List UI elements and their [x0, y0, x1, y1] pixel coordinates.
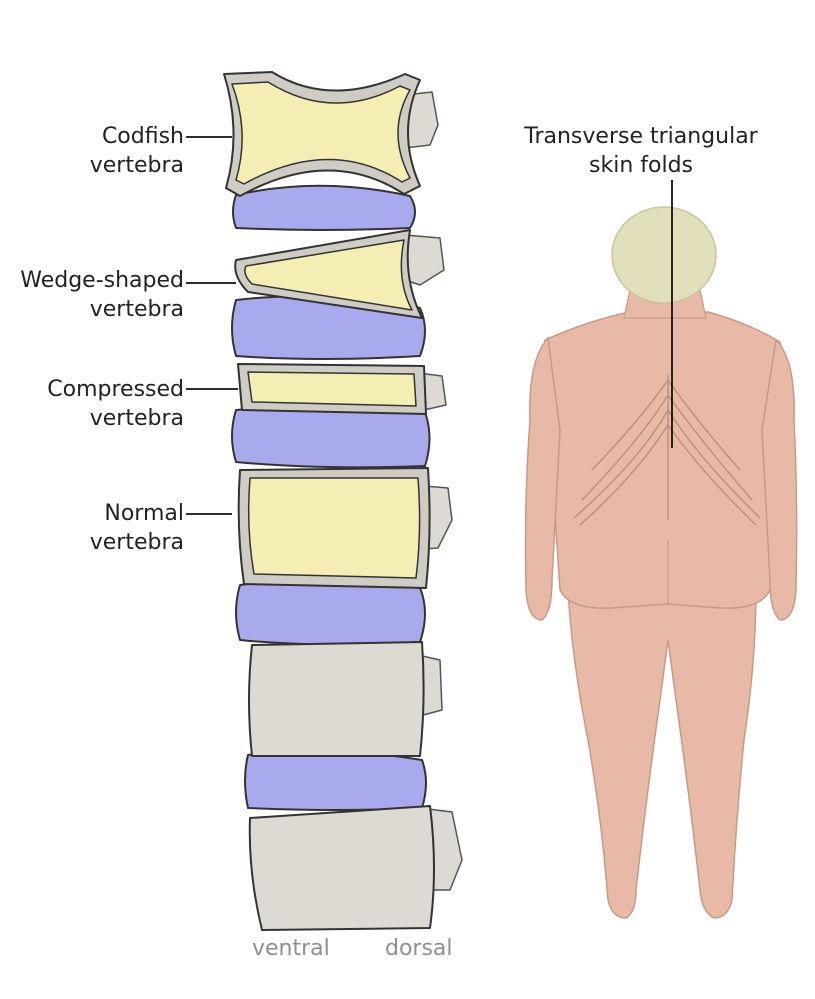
human-figure-back-view [524, 206, 798, 919]
label-skin-folds: Transverse triangular skin folds [500, 122, 782, 180]
normal-vertebra [237, 467, 431, 589]
figure-right-arm [761, 338, 798, 621]
label-codfish-line1: Codfish [101, 124, 184, 149]
intervertebral-discs [231, 184, 431, 811]
label-ventral: ventral [252, 936, 330, 961]
figure-torso [541, 311, 785, 609]
label-codfish-vertebra: Codfish vertebra [60, 122, 184, 180]
label-compressed-line1: Compressed [47, 377, 184, 402]
label-wedge-line2: vertebra [89, 297, 184, 322]
skin-fold-lines [573, 375, 761, 526]
label-skin-folds-line2: skin folds [589, 153, 693, 178]
label-normal-line1: Normal [104, 501, 184, 526]
label-normal-line2: vertebra [89, 530, 184, 555]
label-normal-vertebra: Normal vertebra [60, 499, 184, 557]
label-dorsal: dorsal [385, 936, 453, 961]
compressed-vertebra [237, 363, 427, 415]
label-compressed-line2: vertebra [89, 406, 184, 431]
spine-column [223, 71, 463, 931]
label-wedge-line1: Wedge-shaped [20, 268, 184, 293]
label-skin-folds-line1: Transverse triangular [524, 124, 758, 149]
lower-vertebra-1 [248, 641, 425, 757]
label-leaders [186, 136, 238, 515]
disc-4 [235, 579, 426, 646]
codfish-vertebra [223, 71, 421, 197]
disc-1 [232, 184, 416, 231]
disc-5 [244, 750, 427, 811]
label-wedge-vertebra: Wedge-shaped vertebra [0, 266, 184, 324]
wedge-vertebra [234, 229, 423, 319]
label-codfish-line2: vertebra [89, 153, 184, 178]
figure-left-arm [524, 336, 561, 621]
disc-3 [231, 405, 431, 469]
lower-vertebra-2 [248, 805, 435, 931]
figure-head [611, 206, 717, 304]
figure-legs [567, 589, 757, 919]
label-compressed-vertebra: Compressed vertebra [20, 375, 184, 433]
